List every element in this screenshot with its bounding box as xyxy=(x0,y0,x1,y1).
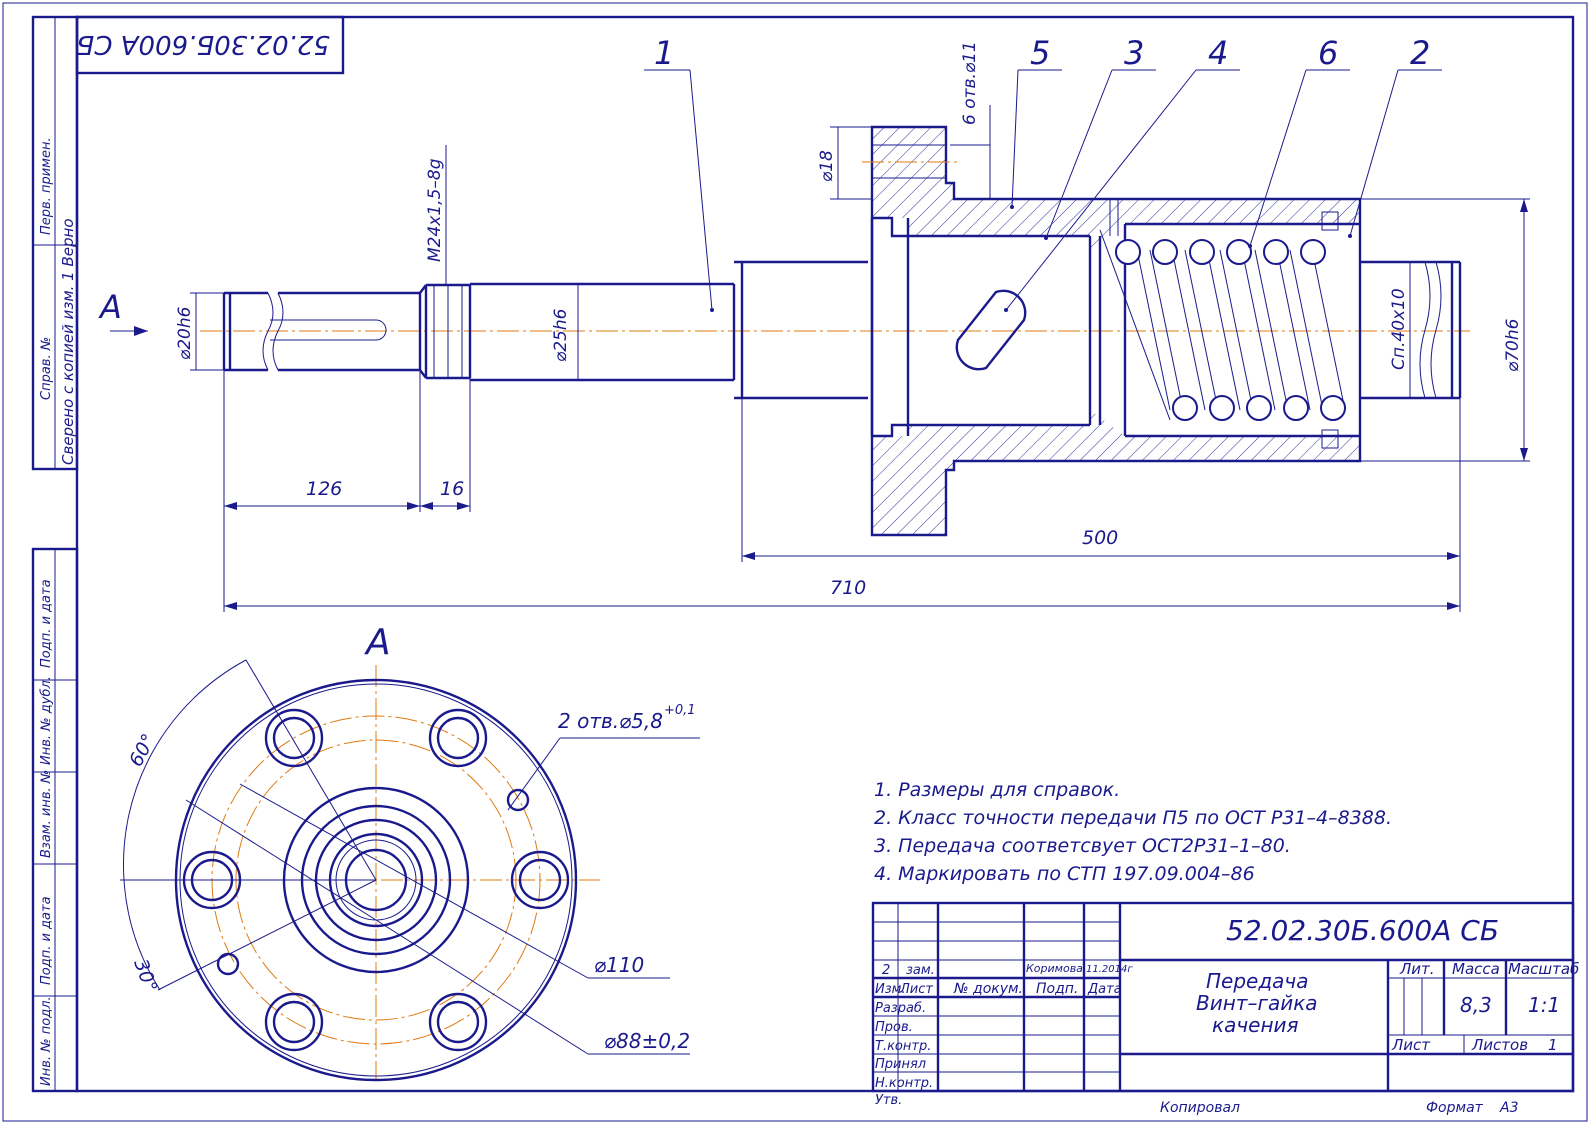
end-view: А xyxy=(120,622,700,1082)
dim-m24: М24х1,5–8g xyxy=(425,158,445,262)
dim-d110: ⌀110 xyxy=(594,953,644,977)
sheets-label: Листов xyxy=(1471,1036,1528,1054)
dim-angle30: 30° xyxy=(129,956,161,995)
callout-6: 6 xyxy=(1318,34,1338,72)
role-razrab: Разраб. xyxy=(875,1001,926,1016)
col-list: Лист xyxy=(899,982,933,997)
dim-holes-top: 6 отв.⌀11 xyxy=(960,41,980,125)
balls-top xyxy=(1115,239,1326,265)
margin-inv-podl: Инв. № подл. xyxy=(39,996,54,1086)
margin-vzam-inv: Взам. инв. № xyxy=(39,770,54,858)
dim-holes-small-tol: +0,1 xyxy=(664,703,696,718)
role-prov: Пров. xyxy=(875,1020,913,1035)
helix-lines xyxy=(1099,229,1346,421)
note-2: 2. Класс точности передачи П5 по ОСТ Р31… xyxy=(874,807,1392,829)
title-line-2: Винт–гайка xyxy=(1196,991,1318,1015)
dimension-lines xyxy=(190,105,1530,612)
mass-value: 8,3 xyxy=(1460,993,1492,1017)
copied-label: Копировал xyxy=(1160,1100,1240,1116)
col-podp: Подп. xyxy=(1036,981,1078,997)
margin-podp-data-1: Подп. и дата xyxy=(39,579,54,668)
callout-3: 3 xyxy=(1124,34,1144,72)
note-4: 4. Маркировать по СТП 197.09.004–86 xyxy=(874,863,1255,885)
scale-label: Масштаб xyxy=(1508,960,1579,978)
format-label: Формат xyxy=(1426,1100,1484,1116)
small-holes xyxy=(216,788,530,976)
balls-bottom xyxy=(1172,395,1346,421)
section-label-a: А xyxy=(364,622,391,663)
callout-2: 2 xyxy=(1410,34,1430,72)
role-nkontr: Н.контр. xyxy=(875,1076,933,1091)
dim-d25: ⌀25h6 xyxy=(551,308,571,362)
callout-4: 4 xyxy=(1208,34,1228,72)
title-block xyxy=(871,901,1575,1093)
rotated-code-text: 52.02.30Б.600А СБ xyxy=(76,29,330,59)
dim-d20: ⌀20h6 xyxy=(175,306,195,360)
dim-len126: 126 xyxy=(306,478,342,500)
sheet-label: Лист xyxy=(1391,1036,1431,1054)
view-label-a: А xyxy=(98,288,122,326)
role-utv: Утв. xyxy=(875,1093,902,1108)
note-3: 3. Передача соответсвует ОСТ2Р31–1–80. xyxy=(874,835,1291,857)
lit-label: Лит. xyxy=(1399,960,1435,978)
change-num: 2 xyxy=(882,963,890,978)
margin-checked-note: Сверено с копией изм. 1 Верно xyxy=(59,218,77,465)
col-izm: Изм. xyxy=(875,982,906,997)
change-type: зам. xyxy=(906,963,935,978)
dim-angle60: 60° xyxy=(125,730,160,770)
dim-holes-small: 2 отв.⌀5,8 xyxy=(558,709,663,733)
dim-d88: ⌀88±0,2 xyxy=(604,1029,690,1053)
dim-d18: ⌀18 xyxy=(817,150,837,182)
title-line-1: Передача xyxy=(1206,969,1309,993)
margin-podp-data-2: Подп. и дата xyxy=(39,896,54,985)
role-prinyal: Принял xyxy=(875,1057,926,1072)
left-margin-strip: Перв. примен. Справ. № Сверено с копией … xyxy=(31,15,79,1093)
col-doc: № докум. xyxy=(953,981,1023,997)
dim-len710: 710 xyxy=(830,577,866,599)
change-name: Коримова xyxy=(1026,962,1083,975)
margin-perv-primen: Перв. примен. xyxy=(39,137,54,235)
role-tkontr: Т.контр. xyxy=(875,1039,931,1054)
margin-inv-dubl: Инв. № дубл. xyxy=(39,676,54,765)
title-code: 52.02.30Б.600А СБ xyxy=(1226,914,1499,947)
col-date: Дата xyxy=(1087,982,1122,997)
dim-d70: ⌀70h6 xyxy=(1503,318,1523,372)
rotated-code-stamp: 52.02.30Б.600А СБ xyxy=(75,15,345,75)
change-date: 11.2014г xyxy=(1086,964,1133,975)
sheets-value: 1 xyxy=(1548,1036,1558,1054)
section-view: А xyxy=(98,125,1470,537)
format-value: А3 xyxy=(1499,1100,1518,1116)
callout-5: 5 xyxy=(1030,34,1050,72)
dim-len16: 16 xyxy=(440,478,464,500)
note-1: 1. Размеры для справок. xyxy=(874,779,1120,801)
mass-label: Масса xyxy=(1452,960,1500,978)
title-line-3: качения xyxy=(1212,1013,1299,1037)
callout-leaders xyxy=(644,69,1442,312)
technical-notes: 1. Размеры для справок. 2. Класс точност… xyxy=(874,779,1392,885)
dim-pitch: Сп.40х10 xyxy=(1389,288,1409,370)
callout-1: 1 xyxy=(654,34,674,72)
dim-len500: 500 xyxy=(1082,527,1118,549)
margin-sprav: Справ. № xyxy=(39,337,54,400)
scale-value: 1:1 xyxy=(1528,993,1560,1017)
